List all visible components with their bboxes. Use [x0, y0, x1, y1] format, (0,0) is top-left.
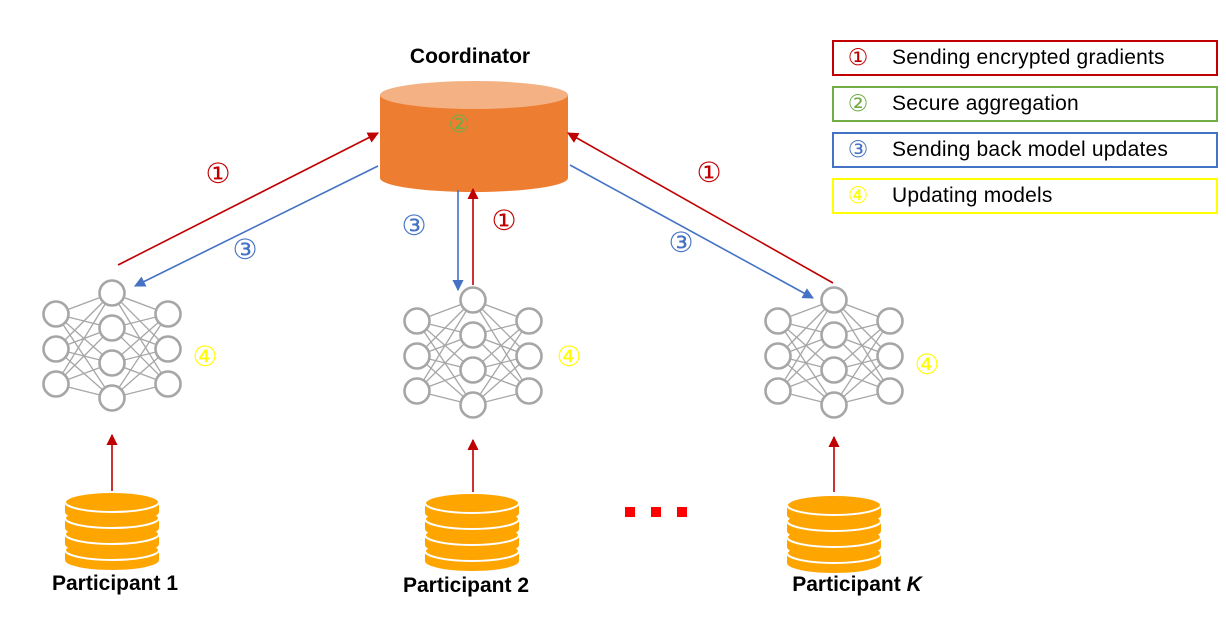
step-marker-update-p2: ④	[556, 340, 581, 373]
arrow-coordinator-to-pk	[569, 164, 814, 299]
coordinator-body	[380, 95, 568, 192]
network-node	[876, 307, 904, 335]
coordinator-label: Coordinator	[410, 45, 530, 68]
network-node	[515, 307, 543, 335]
step-marker-send-p2: ①	[491, 204, 516, 237]
network-node	[98, 384, 126, 412]
network-connections	[416, 299, 530, 406]
ellipsis-dots	[625, 507, 687, 517]
database-icon-2	[424, 492, 520, 571]
database-disk-top	[64, 491, 160, 513]
network-node	[459, 321, 487, 349]
participant-1-label: Participant 1	[52, 572, 178, 595]
network-node	[459, 286, 487, 314]
legend-text-1: Sending encrypted gradients	[892, 46, 1165, 69]
network-node	[764, 307, 792, 335]
network-node	[876, 342, 904, 370]
network-node	[820, 356, 848, 384]
legend-num-2: ②	[847, 91, 869, 117]
database-icon-k	[786, 494, 882, 573]
network-edge	[777, 299, 835, 392]
legend-num-1: ①	[847, 45, 869, 71]
network-node	[764, 342, 792, 370]
step-marker-update-pk: ④	[914, 348, 939, 381]
database-disk-top	[786, 494, 882, 516]
participant-k-label: Participant K	[792, 573, 923, 596]
step-marker-return-p1: ③	[232, 233, 257, 266]
step-marker-update-p1: ④	[192, 340, 217, 373]
arrow-coordinator-to-p1	[133, 165, 379, 287]
network-node	[820, 321, 848, 349]
legend-num-3: ③	[847, 137, 869, 163]
step-secure-aggregation-marker: ②	[448, 110, 470, 138]
network-node	[459, 356, 487, 384]
arrow-pk-to-coordinator	[567, 132, 834, 284]
network-node	[515, 377, 543, 405]
network-connections	[55, 292, 169, 399]
legend-item-sending-gradients: ① Sending encrypted gradients	[832, 40, 1218, 76]
network-node	[98, 314, 126, 342]
network-node	[42, 370, 70, 398]
network-node	[459, 391, 487, 419]
step-marker-return-p2: ③	[401, 209, 426, 242]
arrow-p1-to-coordinator	[117, 132, 379, 266]
network-edge	[55, 292, 113, 385]
network-node	[154, 335, 182, 363]
participant-k-italic: K	[907, 573, 924, 596]
legend-text-3: Sending back model updates	[892, 138, 1169, 161]
legend-text-4: Updating models	[892, 184, 1053, 207]
network-node	[820, 286, 848, 314]
network-node	[42, 300, 70, 328]
network-node	[403, 307, 431, 335]
network-node	[98, 349, 126, 377]
network-node	[764, 377, 792, 405]
neural-network-1	[42, 279, 182, 412]
step-marker-send-p1: ①	[205, 157, 230, 190]
network-connections	[777, 299, 891, 406]
network-edge	[111, 313, 169, 399]
network-node	[154, 300, 182, 328]
network-node	[403, 377, 431, 405]
network-node	[820, 391, 848, 419]
step-marker-send-pk: ①	[696, 156, 721, 189]
legend-item-sending-back-updates: ③ Sending back model updates	[832, 132, 1218, 168]
network-edge	[416, 299, 474, 392]
legend-text-2: Secure aggregation	[892, 92, 1079, 115]
network-node	[515, 342, 543, 370]
network-edge	[472, 320, 530, 406]
coordinator-cylinder	[380, 81, 568, 192]
database-disk-top	[424, 492, 520, 514]
network-node	[403, 342, 431, 370]
neural-network-2	[403, 286, 543, 419]
legend-num-4: ④	[847, 183, 869, 209]
neural-network-k	[764, 286, 904, 419]
step-marker-return-pk: ③	[668, 226, 693, 259]
network-node	[876, 377, 904, 405]
database-icon-1	[64, 491, 160, 570]
participant-2-label: Participant 2	[403, 574, 529, 597]
network-node	[98, 279, 126, 307]
network-node	[42, 335, 70, 363]
network-node	[154, 370, 182, 398]
legend-item-updating-models: ④ Updating models	[832, 178, 1218, 214]
network-edge	[833, 320, 891, 406]
participant-k-prefix: Participant	[792, 573, 906, 596]
coordinator-top	[380, 81, 568, 109]
legend-item-secure-aggregation: ② Secure aggregation	[832, 86, 1218, 122]
